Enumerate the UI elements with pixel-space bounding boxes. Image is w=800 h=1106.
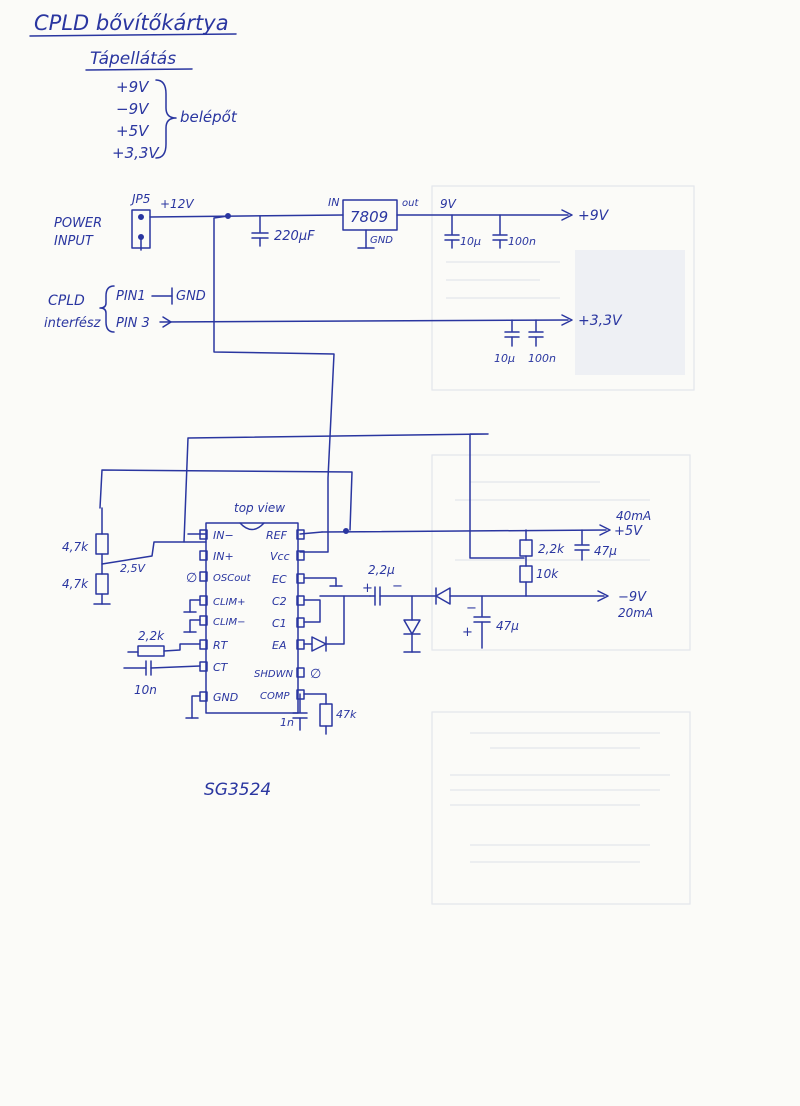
capacitor-100n — [492, 214, 508, 249]
cap-neg-minus: − — [466, 601, 477, 616]
cpld-label: CPLD — [48, 293, 85, 309]
r-bottom-label: 10k — [536, 567, 559, 581]
cap-100n-label: 100n — [508, 235, 536, 248]
wire — [321, 529, 607, 533]
supply-voltage: −9V — [116, 100, 150, 118]
reg-gnd-label: GND — [370, 235, 393, 246]
rt-value-label: 2,2k — [138, 629, 165, 643]
bleed-through — [431, 185, 695, 905]
capacitor-10u — [444, 214, 460, 249]
divider-voltage-label: 2,5V — [120, 562, 146, 575]
reg-out-voltage: 9V — [440, 197, 457, 211]
cap-10u-33v-label: 10μ — [494, 352, 515, 365]
reg-in-label: IN — [328, 196, 339, 209]
plus5-output: +5V — [614, 524, 643, 539]
ic-view-label: top view — [234, 501, 285, 515]
cap-neg-plus: + — [462, 625, 473, 640]
minus9-current: 20mA — [618, 606, 653, 620]
pin1-net-label: GND — [176, 289, 206, 304]
cap-5v-label: 47μ — [594, 544, 617, 558]
pump-cap-label: 2,2μ — [368, 563, 395, 577]
wire — [149, 214, 344, 218]
ic-left-pins: IN− IN+ OSCout CLIM+ CLIM− RT CT GND — [199, 529, 252, 704]
cap-main-label: 220μF — [274, 229, 315, 244]
supply-voltage: +9V — [116, 78, 150, 96]
pin-label: OSCout — [213, 573, 252, 584]
pin1-label: PIN1 — [116, 289, 146, 304]
reg-out-label: out — [402, 198, 419, 209]
pin-label: RT — [213, 639, 229, 652]
oscout-mark: ∅ — [186, 571, 197, 586]
pin-label: COMP — [260, 691, 290, 702]
pin-label: REF — [266, 529, 288, 542]
ic-name: SG3524 — [204, 780, 271, 800]
capacitor-220uf — [251, 232, 269, 247]
pump-plus: + — [362, 581, 373, 596]
rt-resistor — [137, 645, 165, 657]
pin-label: SHDWN — [254, 669, 293, 680]
r-top-resistor — [519, 539, 533, 557]
page-title: CPLD bővítőkártya — [34, 11, 229, 35]
pin-label: GND — [213, 691, 238, 704]
pin-label: EA — [272, 639, 286, 652]
supply-note: belépőt — [180, 108, 238, 126]
divider-r2-label: 4,7k — [62, 577, 89, 591]
input-voltage-label: +12V — [160, 197, 194, 211]
pin-label: IN− — [213, 529, 234, 542]
ct-value-label: 10n — [134, 683, 157, 697]
power-connector — [131, 209, 151, 251]
pin-label: CLIM− — [213, 617, 246, 628]
cap-100n-33v-label: 100n — [528, 352, 556, 365]
plus9-output: +9V — [578, 208, 610, 224]
divider-resistor-top — [95, 533, 109, 555]
pin-label: C1 — [272, 617, 287, 630]
cap-neg-label: 47μ — [496, 619, 519, 633]
cpld-label: interfész — [44, 316, 102, 331]
pin-label: IN+ — [213, 550, 234, 563]
plus5-current: 40mA — [616, 509, 651, 523]
power-input-label: INPUT — [54, 234, 94, 249]
jumper-label: JP5 — [130, 192, 150, 206]
pin3-label: PIN 3 — [116, 316, 150, 331]
plus33-output: +3,3V — [578, 313, 623, 329]
r-top-label: 2,2k — [538, 542, 565, 556]
pin-label: CLIM+ — [213, 597, 246, 608]
pin-label: C2 — [272, 595, 287, 608]
wire — [159, 319, 569, 323]
pin-label: Vcc — [270, 550, 290, 563]
supply-heading: Tápellátás — [90, 49, 176, 69]
capacitor-47u-5v — [574, 529, 590, 561]
pump-minus: − — [392, 579, 403, 594]
ic-right-pins: REF Vcc EC C2 C1 EA SHDWN COMP — [254, 529, 305, 702]
pin-label: CT — [213, 661, 229, 674]
brace — [155, 79, 177, 159]
r-bottom-resistor — [519, 565, 533, 583]
pin-label: EC — [272, 573, 287, 586]
regulator-label: 7809 — [350, 208, 388, 226]
capacitor-100n-33v — [528, 319, 544, 347]
divider-resistor-bottom — [95, 573, 109, 595]
comp-resistor — [319, 703, 333, 727]
shdwn-mark: ∅ — [310, 667, 321, 682]
comp-cap-label: 1n — [280, 716, 294, 729]
divider-r1-label: 4,7k — [62, 540, 89, 554]
supply-voltage: +5V — [116, 122, 150, 140]
supply-voltage: +3,3V — [112, 144, 160, 162]
comp-res-label: 47k — [336, 708, 357, 721]
power-input-label: POWER — [54, 216, 102, 231]
minus9-output: −9V — [618, 590, 647, 605]
cap-10u-label: 10μ — [460, 235, 481, 248]
capacitor-10u-33v — [504, 319, 520, 347]
